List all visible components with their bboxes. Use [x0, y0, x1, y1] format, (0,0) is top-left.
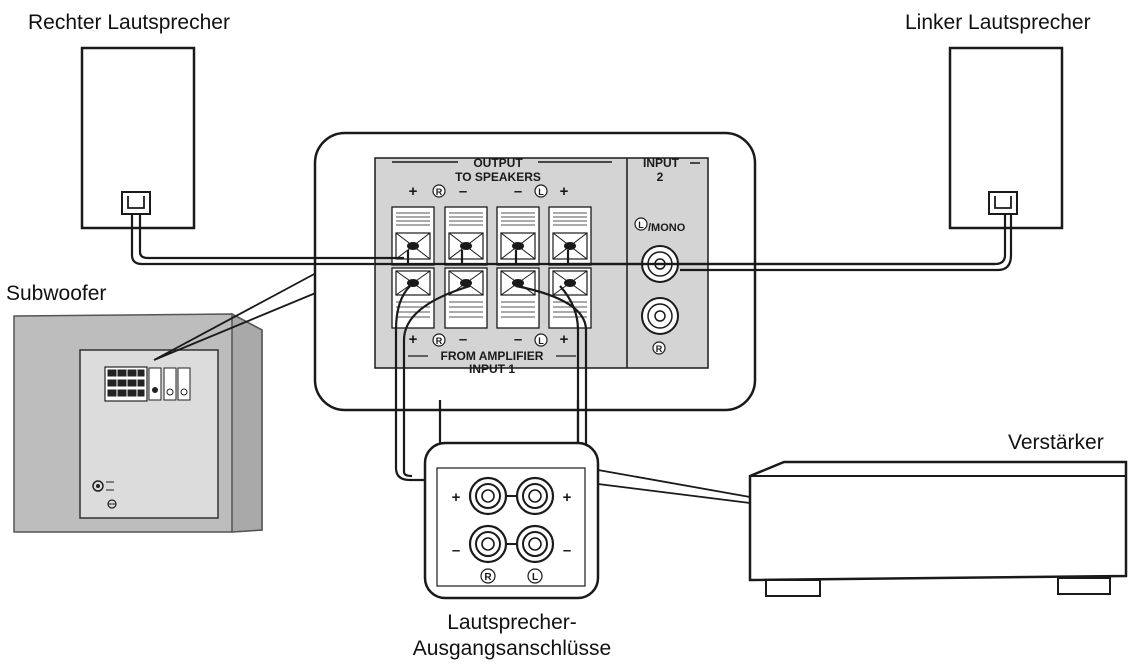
minus-r-bottom: – [459, 331, 467, 348]
left-speaker [948, 46, 1064, 230]
binding-post-l-minus [515, 524, 555, 564]
r-mark-amp: R [484, 572, 492, 583]
spring-terminal-bottom-3 [496, 267, 540, 329]
spring-terminal-bottom-2 [444, 267, 488, 329]
to-speakers-label: TO SPEAKERS [455, 170, 541, 184]
minus-amp-l: – [563, 542, 571, 559]
enlarged-panel: OUTPUT TO SPEAKERS + R – – L + + R – – L… [313, 131, 757, 412]
amp-terminal-callout: + + – – R L [423, 441, 600, 600]
binding-post-r-plus [468, 476, 508, 516]
plus-r-bottom: + [409, 331, 418, 348]
output-terminals [391, 206, 592, 266]
mono-label: /MONO [648, 222, 686, 234]
r-mark-input2: R [656, 344, 663, 354]
terminals-label-line1: Lautsprecher- [447, 611, 577, 634]
spring-terminal-top-4 [548, 206, 592, 266]
l-mark-input2: L [638, 220, 644, 230]
input1-label: INPUT 1 [469, 362, 515, 376]
input2-number: 2 [657, 170, 664, 184]
plus-l-bottom: + [560, 331, 569, 348]
r-mark-top: R [436, 187, 443, 197]
output-label: OUTPUT [473, 156, 523, 170]
minus-r-top: – [459, 183, 467, 200]
subwoofer-label: Subwoofer [6, 282, 107, 305]
spring-terminal-top-2 [444, 206, 488, 266]
terminals-label: Lautsprecher- Ausgangsanschlüsse [413, 610, 611, 662]
binding-post-l-plus [515, 476, 555, 516]
input2-label: INPUT [643, 156, 680, 170]
input1-terminals [391, 267, 592, 329]
spring-terminal-bottom-1 [391, 267, 435, 329]
minus-amp-r: – [452, 542, 460, 559]
l-mark-amp: L [532, 572, 538, 583]
l-mark-top: L [538, 187, 544, 197]
r-mark-bottom: R [436, 336, 443, 346]
plus-r-top: + [409, 183, 418, 200]
spring-terminal-top-3 [496, 206, 540, 266]
rca-jack-r [641, 297, 679, 335]
plus-l-top: + [560, 183, 569, 200]
right-speaker-label: Rechter Lautsprecher [28, 11, 230, 34]
zoom-wedge-amplifier [597, 469, 751, 504]
binding-post-r-minus [468, 524, 508, 564]
zoom-wedge-subwoofer [153, 271, 319, 361]
terminals-label-line2: Ausgangsanschlüsse [412, 637, 612, 660]
speaker-cables [130, 214, 1013, 272]
minus-l-top: – [514, 183, 522, 200]
left-speaker-label: Linker Lautsprecher [905, 11, 1091, 34]
minus-l-bottom: – [514, 331, 522, 348]
l-mark-bottom: L [538, 336, 544, 346]
plus-amp-r: + [452, 489, 461, 506]
power-switch-icon [92, 480, 104, 492]
subwoofer [13, 312, 263, 533]
plus-amp-l: + [563, 489, 572, 506]
amplifier [748, 460, 1128, 597]
spring-terminal-top-1 [391, 206, 435, 266]
from-amplifier-label: FROM AMPLIFIER [441, 349, 544, 363]
amplifier-label: Verstärker [1008, 431, 1104, 454]
right-speaker [80, 46, 196, 230]
